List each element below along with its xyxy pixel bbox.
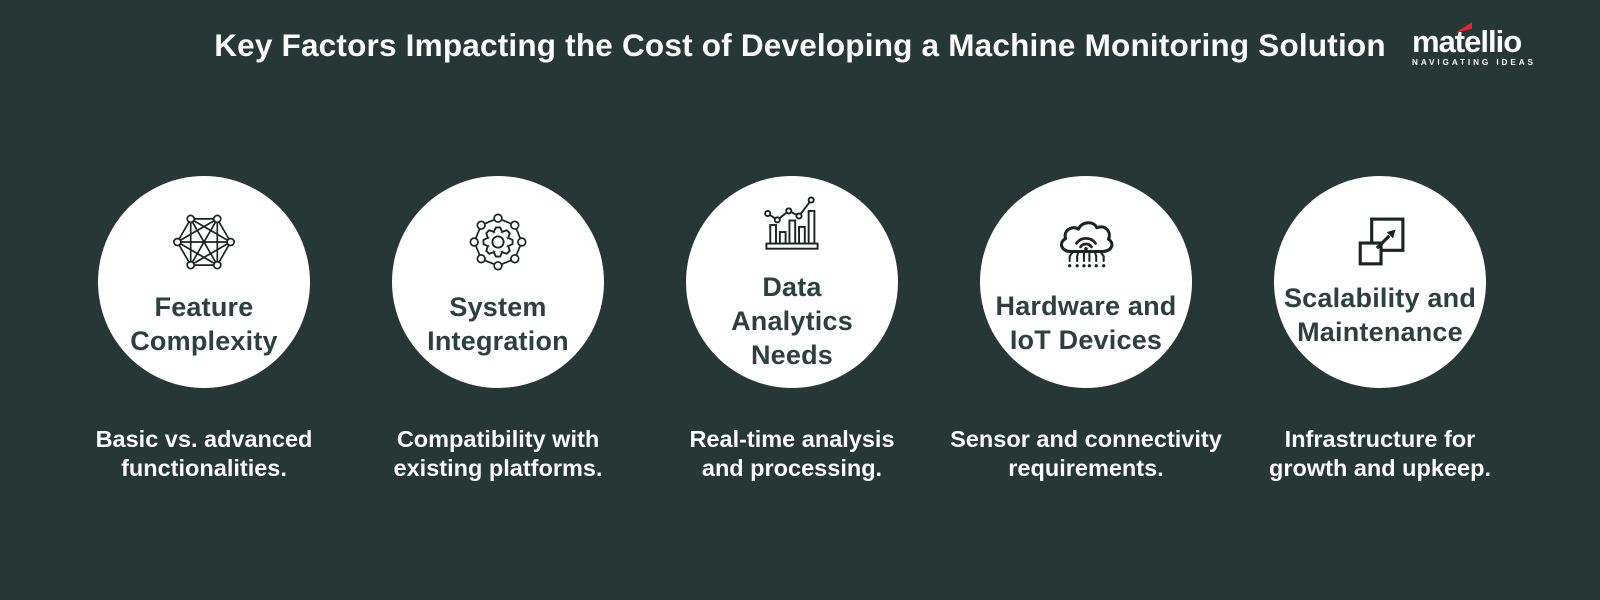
logo-wordmark: matellio xyxy=(1412,24,1522,59)
factor-label: Data Analytics Needs xyxy=(731,271,853,370)
factor-description: Basic vs. advanced functionalities. xyxy=(95,426,313,481)
factor-label: Hardware and IoT Devices xyxy=(995,290,1177,355)
factor-label: Scalability and Maintenance xyxy=(1283,282,1477,347)
logo-tagline: NAVIGATING IDEAS xyxy=(1412,58,1536,67)
gear-network-icon xyxy=(469,213,527,270)
factor-description: Infrastructure for growth and upkeep. xyxy=(1269,426,1491,481)
factor-description: Real-time analysis and processing. xyxy=(689,426,895,481)
page-title: Key Factors Impacting the Cost of Develo… xyxy=(214,27,1386,63)
scale-expand-icon xyxy=(1358,217,1405,265)
factor-description: Compatibility with existing platforms. xyxy=(393,426,603,481)
factor-circle: Feature Complexity xyxy=(98,176,310,388)
factor-card-data-analytics: Data Analytics Needs Real-time analysis … xyxy=(645,176,939,483)
bar-chart-trend-icon xyxy=(764,196,819,250)
matellio-logo: matellio NAVIGATING IDEAS xyxy=(1412,22,1536,67)
factor-label: System Integration xyxy=(427,291,569,356)
logo-flag-icon xyxy=(1455,22,1472,33)
logo-wordmark-row: matellio xyxy=(1412,22,1522,59)
factors-row: Feature Complexity Basic vs. advanced fu… xyxy=(57,176,1527,483)
factor-card-system-integration: System Integration Compatibility with ex… xyxy=(351,176,645,483)
factor-circle: Hardware and IoT Devices xyxy=(980,176,1192,388)
factor-card-feature-complexity: Feature Complexity Basic vs. advanced fu… xyxy=(57,176,351,483)
factor-card-hardware-iot: Hardware and IoT Devices Sensor and conn… xyxy=(939,176,1233,483)
factor-circle: Data Analytics Needs xyxy=(686,176,898,388)
factor-circle: System Integration xyxy=(392,176,604,388)
iot-cloud-icon xyxy=(1059,220,1114,267)
factor-card-scalability-maintenance: Scalability and Maintenance Infrastructu… xyxy=(1233,176,1527,483)
network-mesh-icon xyxy=(173,214,235,269)
factor-description: Sensor and connectivity requirements. xyxy=(950,426,1222,481)
factor-circle: Scalability and Maintenance xyxy=(1274,176,1486,388)
factor-label: Feature Complexity xyxy=(130,291,278,356)
